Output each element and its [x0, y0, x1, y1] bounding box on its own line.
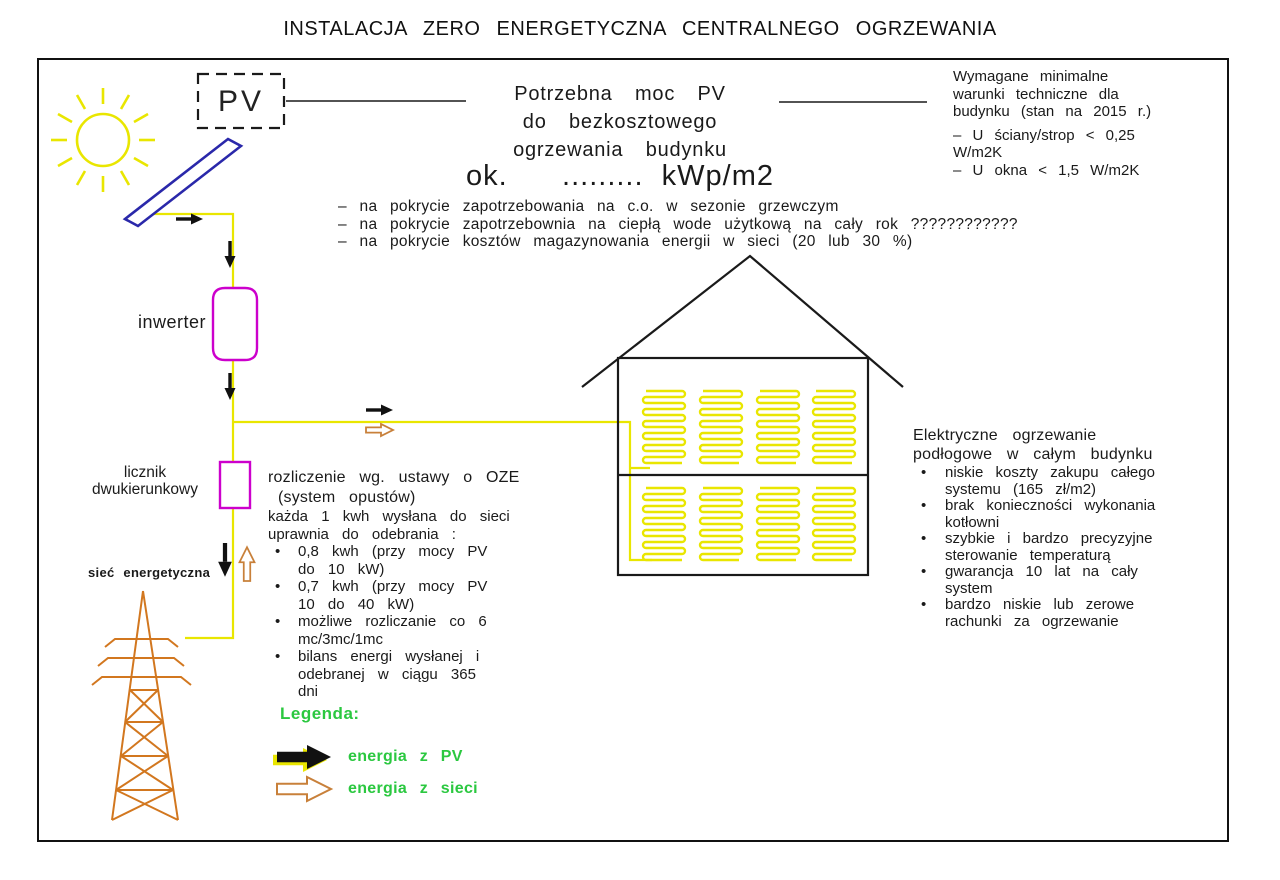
legend-title: Legenda: [280, 704, 360, 723]
building-requirements: Wymagane minimalne warunki techniczne dl… [953, 68, 1178, 179]
pv-purpose-item: – na pokrycie zapotrzebownia na ciepłą w… [338, 215, 1018, 233]
power-tower-icon [91, 590, 192, 821]
heating-item: szybkie i bardzo precyzyjne sterowanie t… [913, 530, 1163, 564]
house-body [616, 356, 870, 577]
heating-heading-line: Elektryczne ogrzewanie [913, 427, 1097, 444]
billing-title-line: rozliczenie wg. ustawy o OZE [268, 469, 520, 486]
billing-intro: każda 1 kwh wysłana do sieci uprawnia do… [268, 508, 510, 543]
grid-label: sieć energetyczna [88, 565, 211, 580]
pv-purpose-item: – na pokrycie zapotrzebowania na c.o. w … [338, 198, 839, 215]
billing-items: 0,8 kwh (przy mocy PV do 10 kW) 0,7 kwh … [268, 543, 528, 701]
heating-heading-line: podłogowe w całym budynku [913, 446, 1153, 463]
pv-box-label: PV [217, 85, 265, 118]
billing-item: 0,8 kwh (przy mocy PV do 10 kW) [268, 543, 505, 578]
billing-title: rozliczenie wg. ustawy o OZE (system opu… [268, 468, 528, 508]
billing-item: bilans energi wysłanej i odebranej w cią… [268, 648, 505, 701]
requirements-items: – U ściany/strop < 0,25 W/m2K – U okna <… [953, 127, 1165, 180]
meter-label-line: dwukierunkowy [92, 481, 198, 498]
heating-item: brak konieczności wykonania kotłowni [913, 497, 1163, 531]
solar-panel-icon [122, 137, 244, 228]
requirements-heading-line: Wymagane minimalne [953, 68, 1109, 85]
center-heading: Potrzebna moc PV do bezkosztowego ogrzew… [450, 80, 790, 164]
wire-to-house [233, 420, 652, 562]
heating-item: bardzo niskie lub zerowe rachunki za ogr… [913, 596, 1163, 630]
billing-item: 0,7 kwh (przy mocy PV 10 do 40 kW) [268, 578, 505, 613]
pv-box [196, 72, 286, 130]
diagram-border [37, 58, 1229, 842]
wire-pv-to-grid [148, 212, 235, 640]
legend-grid-label: energia z sieci [348, 780, 478, 797]
page-title: INSTALACJA ZERO ENERGETYCZNA CENTRALNEGO… [283, 18, 997, 40]
pv-wiring [148, 212, 652, 640]
meter-label: licznik dwukierunkowy [82, 464, 208, 498]
heating-items: niskie koszty zakupu całego systemu (165… [913, 464, 1173, 630]
billing-title-line: (system opustów) [278, 489, 416, 506]
center-heading-line: do bezkosztowego [522, 111, 718, 133]
legend-pv-label: energia z PV [348, 748, 463, 765]
floor-heating-block: Elektryczne ogrzewanie podłogowe w całym… [913, 426, 1173, 630]
billing-block: rozliczenie wg. ustawy o OZE (system opu… [268, 468, 528, 701]
pv-power-placeholder: ok. ......... kWp/m2 [466, 160, 774, 192]
pv-purpose-item: – na pokrycie kosztów magazynowania ener… [338, 233, 913, 250]
heating-item: niskie koszty zakupu całego systemu (165… [913, 464, 1163, 498]
requirements-heading: Wymagane minimalne warunki techniczne dl… [953, 68, 1178, 121]
inverter-shape [211, 286, 259, 362]
center-heading-line: Potrzebna moc PV [514, 83, 726, 105]
heating-item: gwarancja 10 lat na cały system [913, 563, 1163, 597]
requirement-item: – U ściany/strop < 0,25 W/m2K [953, 126, 1135, 162]
meter-shape [218, 460, 252, 510]
requirement-item: – U okna < 1,5 W/m2K [953, 161, 1140, 179]
sun-icon [51, 88, 155, 192]
center-heading-line: ogrzewania budynku [513, 139, 727, 161]
meter-label-line: licznik [123, 464, 167, 481]
inverter-label: inwerter [137, 312, 206, 332]
pv-purpose-list: – na pokrycie zapotrzebowania na c.o. w … [338, 198, 1018, 251]
billing-item: możliwe rozliczanie co 6 mc/3mc/1mc [268, 613, 505, 648]
heating-heading: Elektryczne ogrzewanie podłogowe w całym… [913, 426, 1173, 464]
house-roof [581, 254, 904, 388]
requirements-heading-line: warunki techniczne dla [953, 85, 1119, 103]
house-outline [581, 254, 904, 577]
requirements-heading-line: budynku (stan na 2015 r.) [953, 103, 1152, 120]
